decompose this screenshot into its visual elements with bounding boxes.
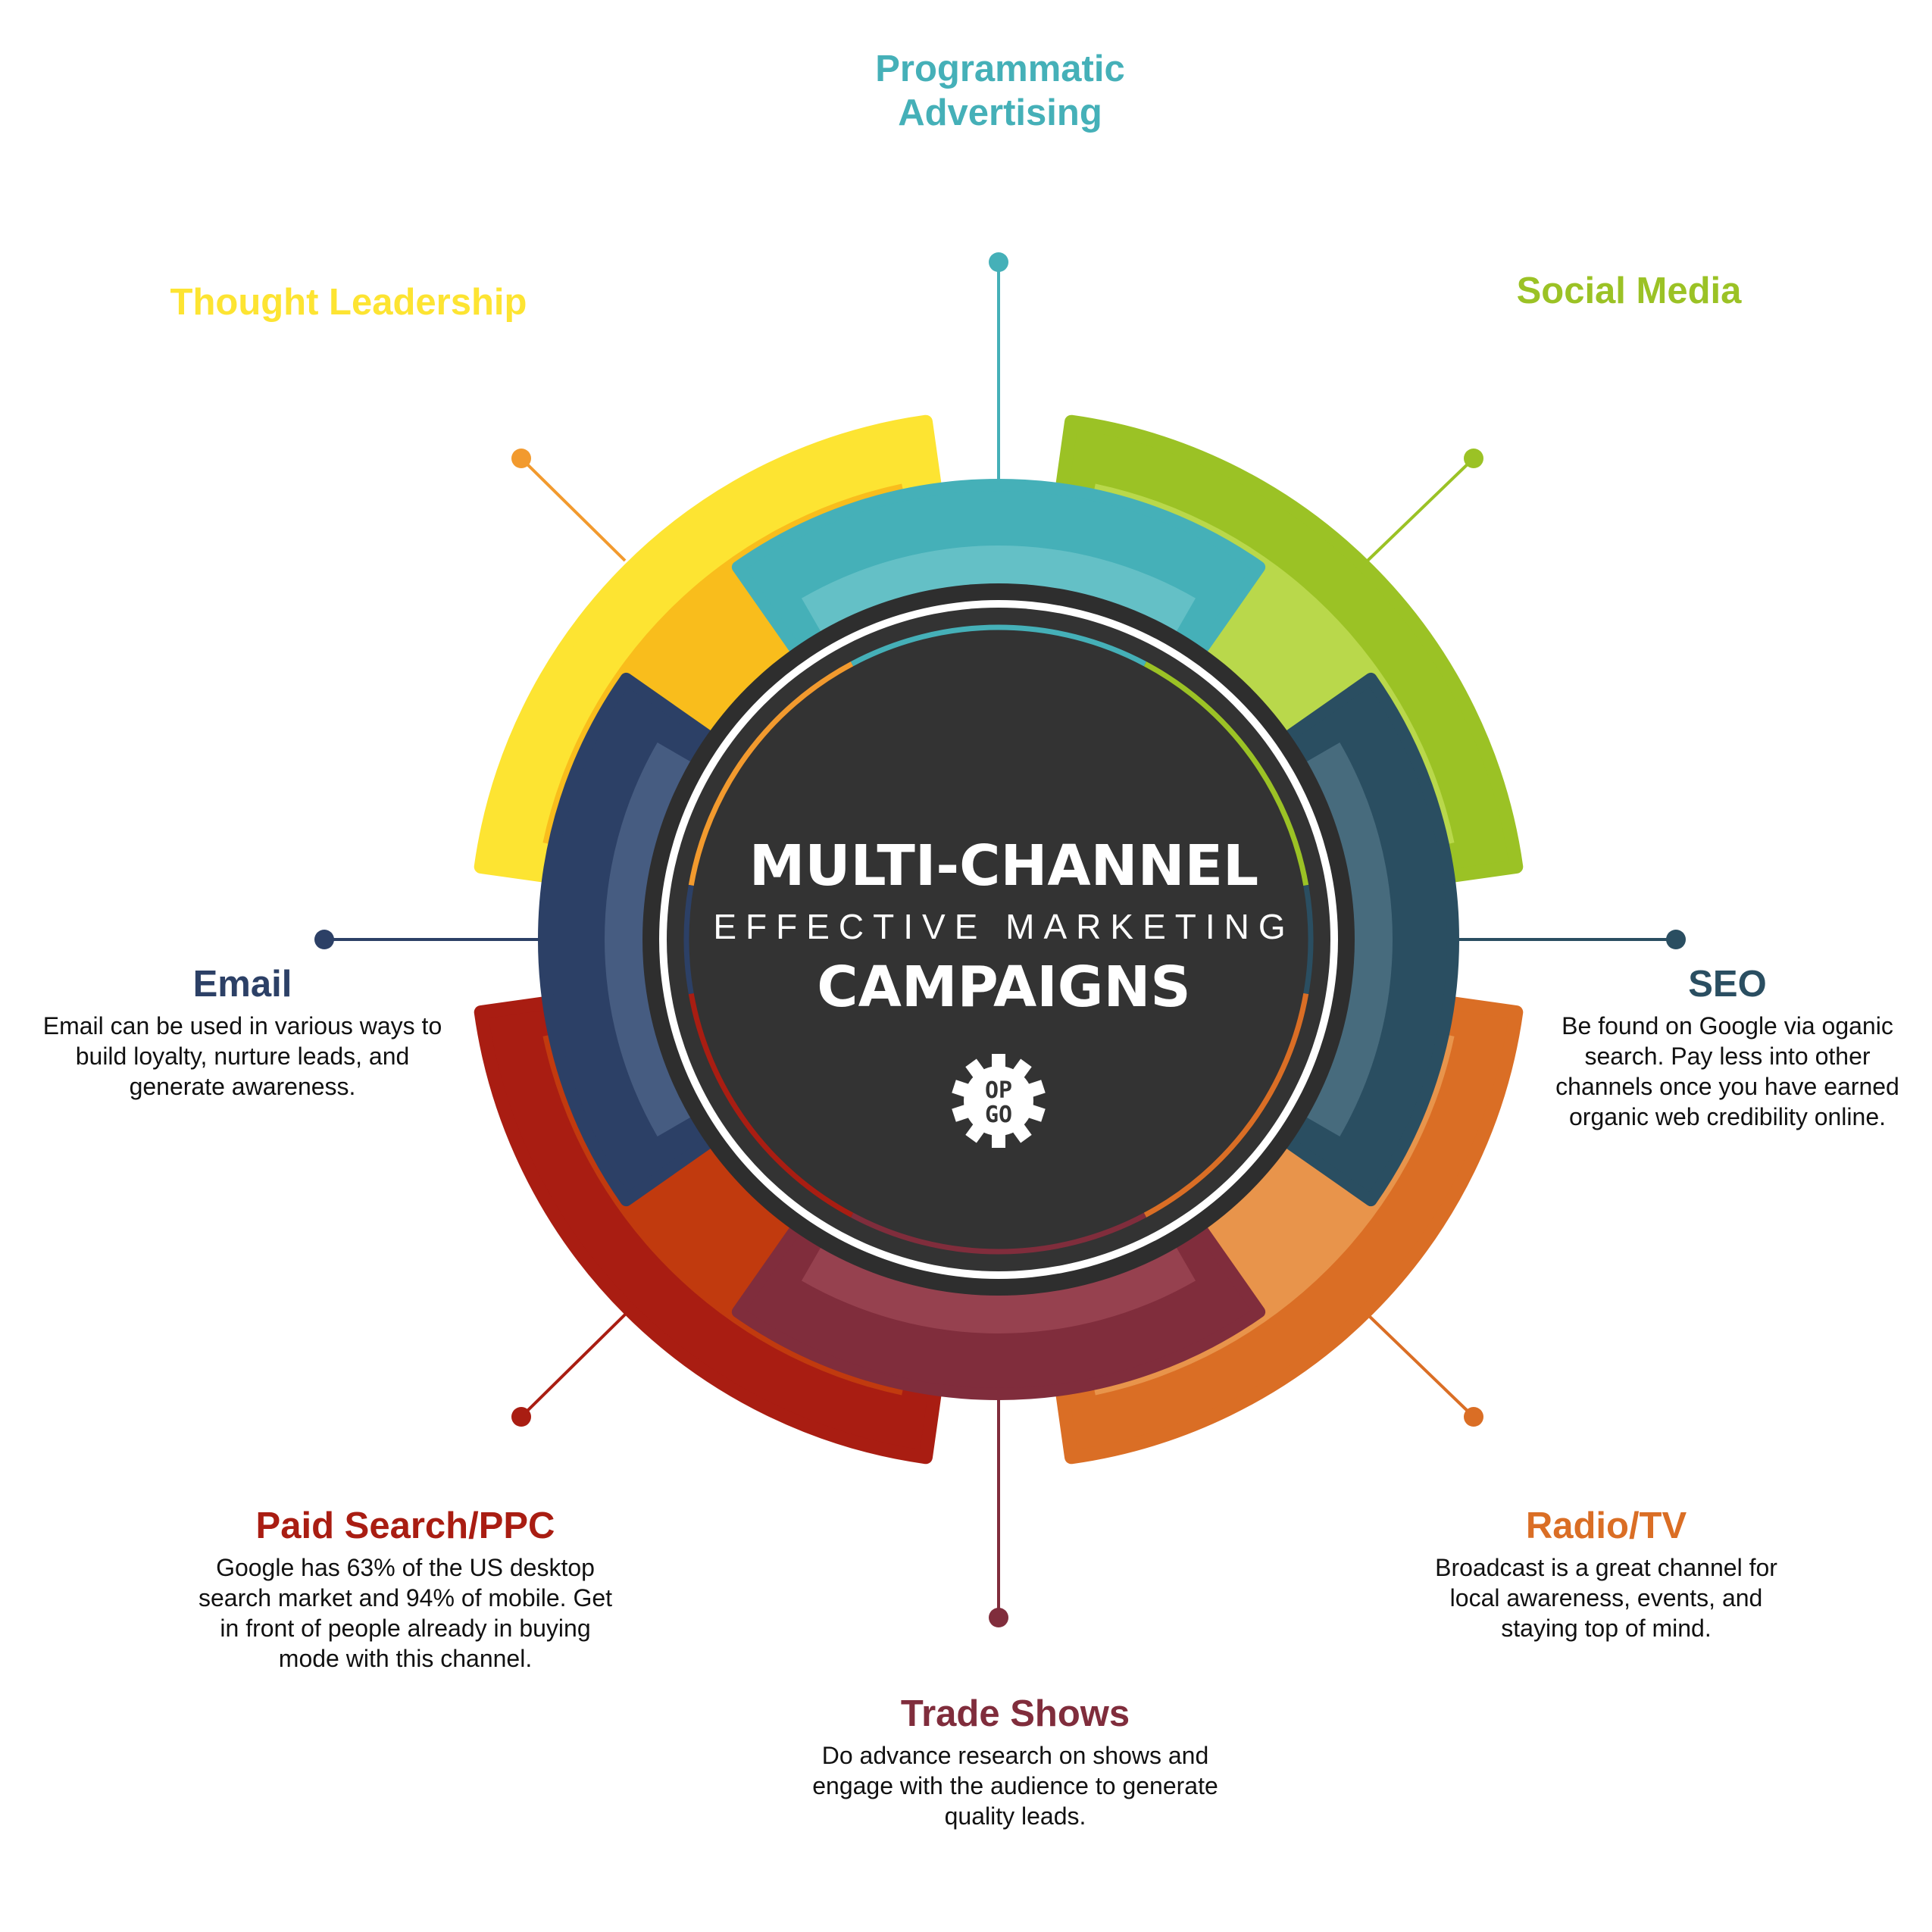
title-seo: SEO <box>1688 964 1767 1005</box>
title-email: Email <box>192 964 292 1005</box>
logo-text-top: OP <box>985 1077 1012 1104</box>
desc-trade: Do advance research on shows and engage … <box>812 1742 1218 1830</box>
center-title-line3: CAMPAIGNS <box>817 955 1191 1020</box>
desc-seo: Be found on Google via oganic search. Pa… <box>1555 1012 1899 1130</box>
center-title-line2: EFFECTIVE MARKETING <box>713 907 1295 946</box>
connector-dot-programmatic <box>989 252 1008 272</box>
connector-dot-radio <box>1464 1407 1483 1427</box>
desc-radio: Broadcast is a great channel for local a… <box>1435 1554 1777 1642</box>
connector-dot-email <box>314 930 334 949</box>
inner-ring-arc-radio <box>1143 993 1309 1218</box>
connector-line-radio <box>1366 1313 1475 1418</box>
title-ppc: Paid Search/PPC <box>255 1505 555 1546</box>
label-trade: Trade Shows Do advance research on shows… <box>788 1692 1243 1831</box>
connector-line-ppc <box>520 1313 627 1418</box>
desc-email: Email can be used in various ways to bui… <box>42 1012 442 1100</box>
label-social: Social Media <box>1402 269 1856 313</box>
inner-ring-arc-seo <box>1303 884 1314 995</box>
connector-dot-trade <box>989 1608 1008 1627</box>
gear-body <box>964 1066 1033 1136</box>
center-disc <box>667 608 1330 1271</box>
desc-ppc: Google has 63% of the US desktop search … <box>198 1554 613 1672</box>
connector-dot-seo <box>1666 930 1686 949</box>
title-programmatic: Programmatic Advertising <box>875 48 1125 133</box>
logo-text-bottom: GO <box>985 1102 1012 1128</box>
title-radio: Radio/TV <box>1525 1505 1687 1546</box>
title-thought: Thought Leadership <box>170 282 527 323</box>
connector-dot-ppc <box>511 1407 531 1427</box>
label-email: Email Email can be used in various ways … <box>38 962 447 1102</box>
label-ppc: Paid Search/PPC Google has 63% of the US… <box>193 1504 617 1674</box>
title-social: Social Media <box>1516 270 1742 311</box>
inner-ring-arc-programmatic <box>850 624 1147 667</box>
inner-ring-arc-email <box>683 884 694 995</box>
label-radio: Radio/TV Broadcast is a great channel fo… <box>1409 1504 1803 1643</box>
inner-ring-arc-social <box>1143 661 1309 886</box>
center-title-line1: MULTI-CHANNEL <box>749 833 1259 899</box>
inner-ring-arc-thought <box>688 661 854 886</box>
label-programmatic: Programmatic Advertising <box>811 47 1190 135</box>
label-seo: SEO Be found on Google via oganic search… <box>1542 962 1913 1132</box>
connector-line-social <box>1366 457 1475 562</box>
label-thought: Thought Leadership <box>98 280 599 324</box>
title-trade: Trade Shows <box>900 1693 1130 1734</box>
connector-dot-thought <box>511 449 531 468</box>
inner-ring-arc-ppc <box>688 993 854 1218</box>
connector-dot-social <box>1464 449 1483 468</box>
inner-ring-arc-trade <box>850 1212 1147 1255</box>
connector-line-thought <box>520 457 627 562</box>
